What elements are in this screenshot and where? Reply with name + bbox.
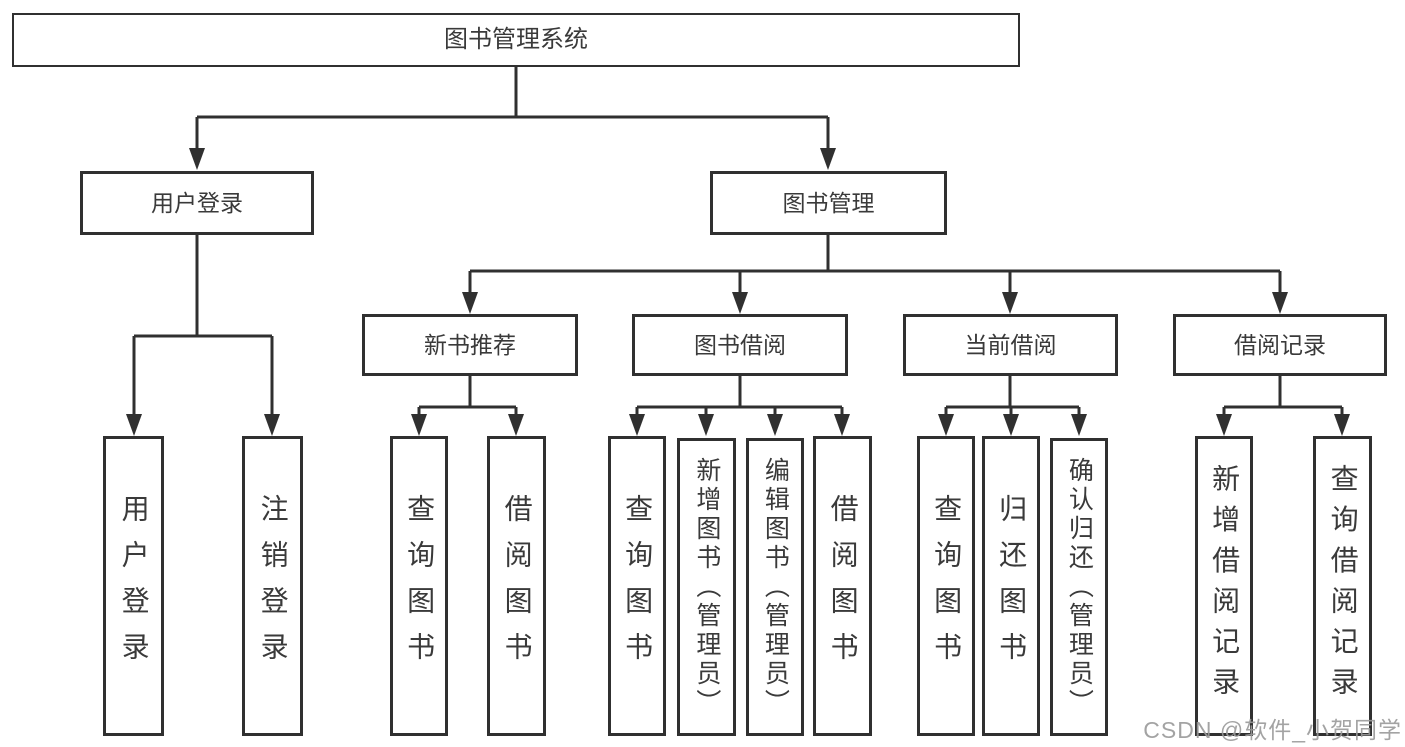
leaf-edit-book-admin: 编辑图书（管理员） xyxy=(746,438,804,736)
csdn-watermark: CSDN @软件_小贺同学 xyxy=(1143,717,1402,743)
node-book-borrow: 图书借阅 xyxy=(632,314,848,376)
node-book-management-system: 图书管理系统 xyxy=(12,13,1020,67)
leaf-query-borrow-record: 查询借阅记录 xyxy=(1313,436,1372,736)
leaf-query-books-borrow: 查询图书 xyxy=(608,436,666,736)
node-book-management: 图书管理 xyxy=(710,171,947,235)
node-current-borrow: 当前借阅 xyxy=(903,314,1118,376)
leaf-add-borrow-record: 新增借阅记录 xyxy=(1195,436,1253,736)
leaf-user-login: 用户登录 xyxy=(103,436,164,736)
leaf-query-books-current: 查询图书 xyxy=(917,436,975,736)
leaf-add-book-admin: 新增图书（管理员） xyxy=(677,438,736,736)
leaf-logout: 注销登录 xyxy=(242,436,303,736)
leaf-query-books-recommend: 查询图书 xyxy=(390,436,448,736)
node-new-book-recommend: 新书推荐 xyxy=(362,314,578,376)
leaf-confirm-return-admin: 确认归还（管理员） xyxy=(1050,438,1108,736)
node-borrow-records: 借阅记录 xyxy=(1173,314,1387,376)
leaf-borrow-books-recommend: 借阅图书 xyxy=(487,436,546,736)
node-user-login: 用户登录 xyxy=(80,171,314,235)
leaf-return-book: 归还图书 xyxy=(982,436,1040,736)
leaf-borrow-books-borrow: 借阅图书 xyxy=(813,436,872,736)
